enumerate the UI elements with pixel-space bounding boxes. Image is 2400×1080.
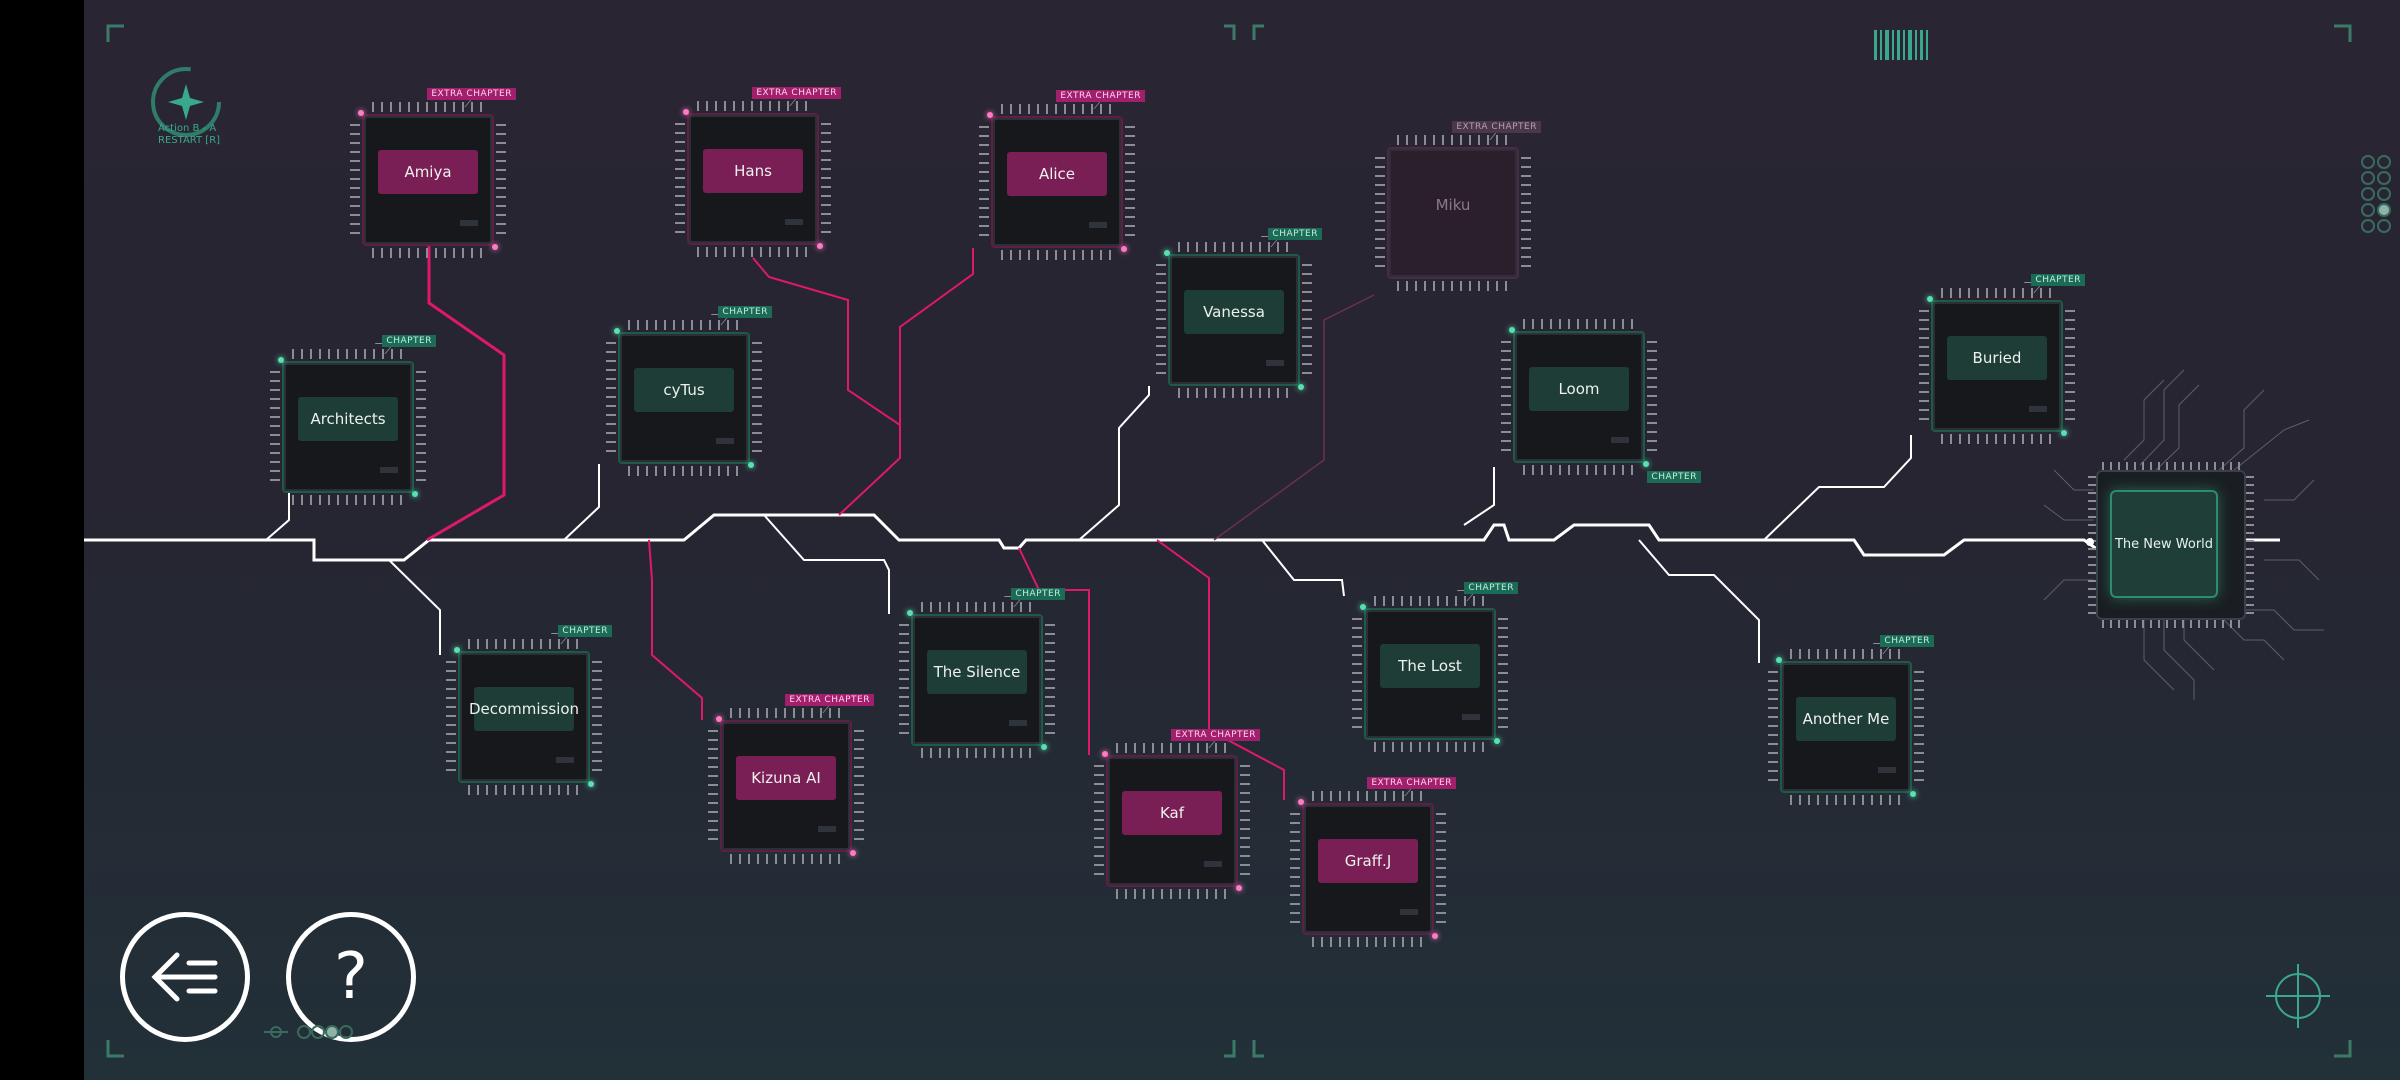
chip-tag: EXTRA CHAPTER [1452, 121, 1541, 133]
final-label: The New World [2114, 536, 2214, 552]
chip-alice[interactable]: Alice EXTRA CHAPTER [979, 90, 1145, 260]
chip-decommission[interactable]: Decommission CHAPTER [446, 625, 612, 795]
chip-tag: EXTRA CHAPTER [1367, 777, 1456, 789]
chip-cytus[interactable]: cyTus CHAPTER [606, 306, 772, 476]
chip-tag: CHAPTER [1464, 582, 1518, 594]
circuit-wires [84, 240, 2324, 800]
help-button[interactable]: ? [286, 912, 416, 1042]
chip-label: Decommission [469, 687, 579, 731]
chip-label: Architects [298, 397, 398, 441]
side-dots-icon [2361, 155, 2391, 233]
chip-the-silence[interactable]: The Silence CHAPTER [899, 588, 1065, 758]
chip-tag: CHAPTER [718, 306, 772, 318]
target-ring-icon [151, 67, 221, 137]
hint-text-1: Action B - A [158, 123, 217, 134]
chip-label: Kaf [1122, 791, 1222, 835]
chip-label: Graff.J [1318, 839, 1418, 883]
page-indicator-icon [264, 1025, 353, 1039]
end-node-circuit [2043, 369, 2324, 700]
chip-label: Vanessa [1184, 290, 1284, 334]
chip-tag: CHAPTER [1011, 588, 1065, 600]
chip-tag: EXTRA CHAPTER [427, 88, 516, 100]
chip-another-me[interactable]: Another Me CHAPTER [1768, 635, 1934, 805]
chip-kizuna[interactable]: Kizuna AI EXTRA CHAPTER [708, 694, 874, 864]
chip-label: Kizuna AI [736, 756, 836, 800]
entry-dot [2086, 538, 2094, 546]
chip-loom[interactable]: Loom CHAPTER [1501, 319, 1701, 483]
wire-kizuna [648, 539, 703, 720]
wire-cytus [563, 464, 600, 541]
chip-kaf[interactable]: Kaf EXTRA CHAPTER [1094, 729, 1260, 899]
wire-miku [1213, 294, 1375, 541]
chip-label: The Lost [1380, 644, 1480, 688]
chip-architects[interactable]: Architects CHAPTER [270, 335, 436, 505]
barcode-icon [1874, 30, 1928, 60]
chip-tag: CHAPTER [1268, 228, 1322, 240]
wire-vanessa [1078, 386, 1150, 541]
chip-label: cyTus [634, 368, 734, 412]
chip-tag: EXTRA CHAPTER [785, 694, 874, 706]
chip-label: The Silence [927, 650, 1027, 694]
back-list-icon [151, 952, 218, 1002]
hint-text-2: RESTART [R] [158, 135, 221, 146]
wire-hans-alice [838, 248, 974, 516]
hud-hint: Action B - A RESTART [R] [146, 62, 226, 146]
chip-label: Loom [1529, 367, 1629, 411]
chip-tag: EXTRA CHAPTER [1171, 729, 1260, 741]
chip-hans[interactable]: Hans EXTRA CHAPTER [675, 87, 841, 257]
chip-label: Hans [703, 149, 803, 193]
wire-anotherme [1638, 539, 1760, 663]
chip-tag: CHAPTER [1880, 635, 1934, 647]
chip-tag: CHAPTER [558, 625, 612, 637]
chip-tag: CHAPTER [2031, 274, 2085, 286]
chip-label: Alice [1007, 152, 1107, 196]
chip-buried[interactable]: Buried CHAPTER [1919, 274, 2085, 444]
crosshair-icon [2266, 964, 2330, 1028]
chip-tag: CHAPTER [1647, 471, 1701, 483]
wire-hans [752, 257, 901, 426]
chip-tag: CHAPTER [382, 335, 436, 347]
chip-amiya[interactable]: Amiya EXTRA CHAPTER [350, 88, 516, 258]
chip-label: Miku [1435, 196, 1471, 214]
wire-buried [1763, 435, 1912, 541]
chip-label: Amiya [378, 150, 478, 194]
chapter-map: Action B - A RESTART [R] [84, 0, 2400, 1080]
chip-tag: EXTRA CHAPTER [1056, 90, 1145, 102]
back-button[interactable] [120, 912, 250, 1042]
wire-loom [1463, 467, 1495, 526]
chip-label: Buried [1947, 336, 2047, 380]
chip-the-new-world[interactable]: The New World [2086, 462, 2254, 628]
chip-miku[interactable]: Miku EXTRA CHAPTER [1375, 121, 1541, 291]
chip-graff-j[interactable]: Graff.J EXTRA CHAPTER [1290, 777, 1456, 947]
wire-architects [265, 493, 290, 541]
help-icon: ? [334, 940, 368, 1014]
chip-vanessa[interactable]: Vanessa CHAPTER [1156, 228, 1322, 398]
chip-label: Another Me [1796, 697, 1896, 741]
chip-tag: EXTRA CHAPTER [752, 87, 841, 99]
wire-thelost [1261, 539, 1345, 597]
wire-amiya [426, 240, 506, 542]
main-wire [84, 513, 2280, 562]
wire-decommission [388, 559, 441, 655]
frame-corners [106, 24, 2391, 1058]
chip-the-lost[interactable]: The Lost CHAPTER [1352, 582, 1518, 752]
wire-silence [763, 514, 890, 614]
